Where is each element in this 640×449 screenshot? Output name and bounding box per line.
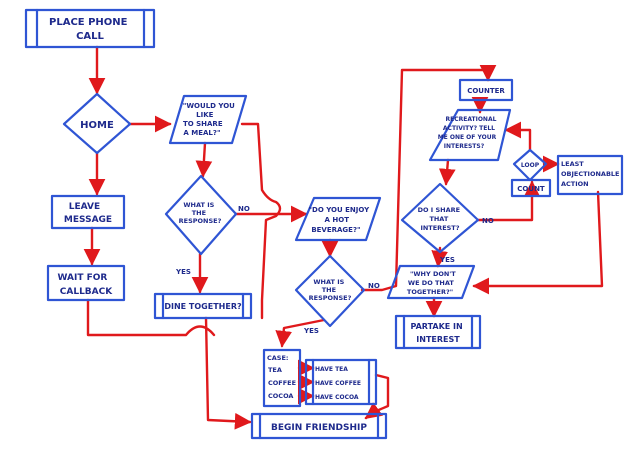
branch-yes-3: YES [439,256,455,264]
partake-box [394,314,482,350]
connector-share-meal-right-loop [240,122,282,320]
share-interest-label: DO I SHARE THAT INTEREST? [418,206,463,232]
dine-together-label: DINE TOGETHER? [164,302,242,311]
share-meal-input [168,94,248,145]
dine-together-box [153,292,253,320]
hot-beverage-label: "DO YOU ENJOY A HOT BEVERAGE?" [308,206,371,234]
why-dont-we-label: "WHY DON'T WE DO THAT TOGETHER?" [407,270,458,296]
connector-recreational-to-share-interest [438,158,456,186]
connector-response2-no-to-counter [360,64,497,292]
leave-message-label: LEAVE MESSAGE [64,202,112,225]
begin-friendship-label: BEGIN FRIENDSHIP [271,423,367,433]
case-box [262,348,302,408]
branch-no-3: NO [482,217,494,225]
connector-loop-back-to-recreational [504,121,532,152]
wait-callback-label: WAIT FOR CALLBACK [58,273,114,297]
branch-no-2: NO [368,282,380,290]
count-box [510,178,552,198]
share-meal-label: "WOULD YOU LIKE TO SHARE A MEAL?" [183,102,238,137]
connector-dine-to-begin [204,316,252,430]
leave-message-box [50,194,126,230]
partake-label: PARTAKE IN INTEREST [410,322,465,344]
count-label: COUNT [517,185,545,193]
begin-friendship-box [250,412,388,440]
counter-box [458,78,514,102]
home-label: HOME [80,120,114,131]
connector-share-interest-no-to-loop [476,180,541,222]
connectors [83,45,604,430]
hot-beverage-input [294,196,382,242]
recreational-label: RECREATIONAL ACTIVITY? TELL ME ONE OF YO… [438,116,499,150]
branch-no-1: NO [238,205,250,213]
counter-label: COUNTER [467,87,505,95]
connector-wait-to-begin [86,298,216,337]
wait-callback-box [46,264,126,302]
place-call-label: PLACE PHONE CALL [49,17,131,42]
connector-share-meal-to-response1 [195,141,213,178]
have-label: HAVE TEA HAVE COFFEE HAVE COCOA [315,366,363,401]
branch-labels: NO YES NO YES NO YES [175,205,494,335]
response2-label: WHAT IS THE RESPONSE? [309,278,352,302]
connector-response2-yes-to-case [275,318,326,348]
least-objectionable-box [556,154,624,196]
case-label: CASE: TEA COFFEE COCOA [267,354,298,400]
loop-label: LOOP [521,162,540,169]
share-interest-decision [400,182,480,254]
least-objectionable-label: LEAST OBJECTIONABLE ACTION [561,160,622,188]
home-decision [62,92,132,155]
response1-label: WHAT IS THE RESPONSE? [179,201,222,225]
response1-decision [164,174,238,256]
branch-yes-2: YES [303,327,319,335]
have-box [304,358,378,406]
branch-yes-1: YES [175,268,191,276]
response2-decision [294,254,366,328]
node-labels: PLACE PHONE CALL HOME "WOULD YOU LIKE TO… [49,17,622,433]
place-phone-call-box [24,8,156,49]
why-dont-we-input [386,264,476,300]
connector-least-to-why [472,190,604,295]
recreational-input [428,108,512,162]
